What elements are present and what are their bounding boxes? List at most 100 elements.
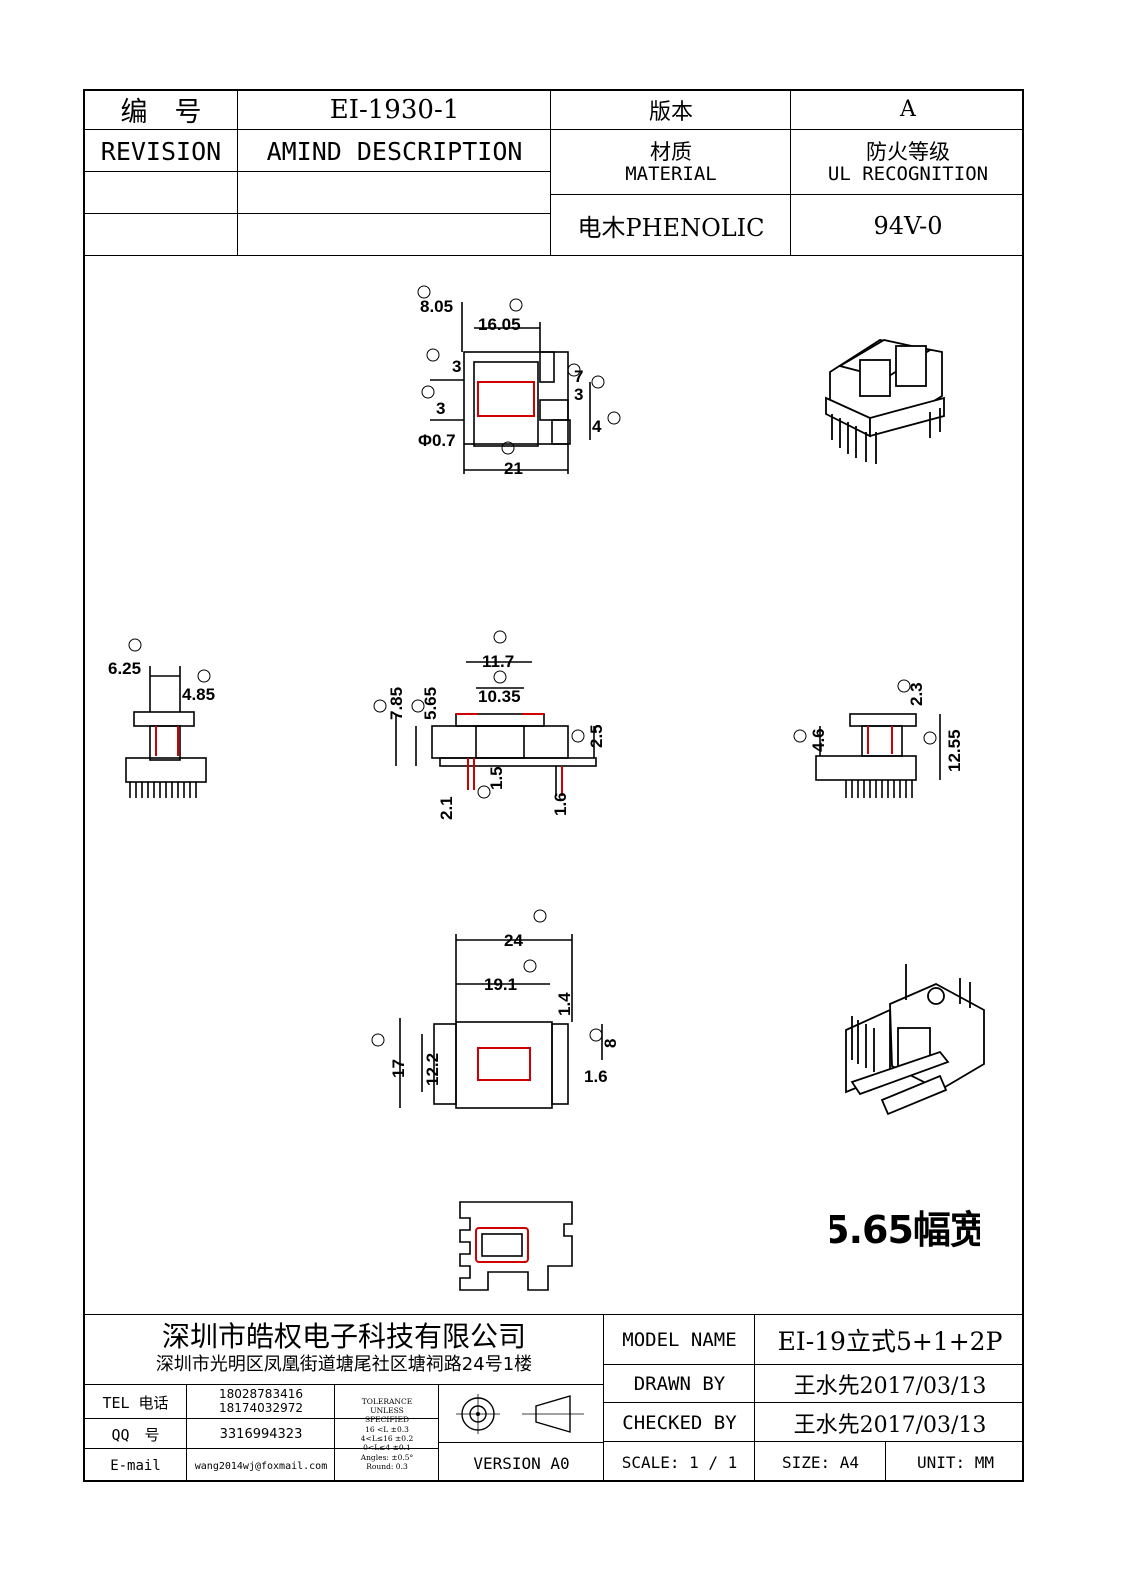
- title-col-line: [603, 1314, 604, 1482]
- tel-2: 18174032972: [219, 1401, 303, 1415]
- title-row-line: [603, 1441, 1024, 1442]
- dim-text: 8.05: [420, 297, 453, 316]
- dim-text: 19.1: [484, 975, 517, 994]
- title-col-line: [334, 1384, 335, 1482]
- tolerance-line: UNLESS: [370, 1405, 404, 1415]
- dim-text: 2.5: [587, 724, 606, 748]
- material-label-en: MATERIAL: [625, 162, 717, 185]
- material-label-cn: 材质: [650, 139, 692, 164]
- amind-description-label: AMIND DESCRIPTION: [266, 136, 523, 166]
- unit-label: UNIT: MM: [916, 1453, 995, 1472]
- company-address: 深圳市光明区凤凰街道塘尾社区塘祠路24号1楼: [155, 1354, 533, 1375]
- fire-rating-value: 94V-0: [873, 211, 943, 240]
- title-row-line: [83, 1418, 438, 1419]
- tel-values: 18028783416 18174032972: [188, 1386, 334, 1418]
- model-name-value: EI-19立式5+1+2P: [777, 1327, 1003, 1356]
- tolerance-line: SPECIFIED: [364, 1415, 409, 1425]
- dim-text: 2.1: [437, 796, 456, 820]
- projection-symbol-icon: [456, 1394, 584, 1434]
- drawn-by-value: 王水先2017/03/13: [793, 1374, 987, 1399]
- fire-label-en: UL RECOGNITION: [827, 162, 989, 185]
- front-view: [373, 630, 597, 799]
- version-label: VERSION A0: [473, 1453, 570, 1473]
- dim-text: 1.6: [551, 792, 570, 816]
- revision-label: REVISION: [100, 136, 222, 166]
- dim-text: 4.85: [182, 685, 215, 704]
- material-value: 电木PHENOLIC: [577, 214, 765, 242]
- email-label: E-mail: [110, 1458, 161, 1474]
- dim-text: 21: [504, 459, 523, 478]
- checked-by-value: 王水先2017/03/13: [793, 1412, 987, 1438]
- title-col-line: [438, 1384, 439, 1482]
- tolerance-line: 0<L≤4 ±0.1: [363, 1443, 411, 1453]
- dim-text: 3: [436, 399, 445, 418]
- bottom-view: [371, 909, 603, 1109]
- title-row-line: [438, 1442, 603, 1443]
- dim-text: 6.25: [108, 659, 141, 678]
- dim-text: 12.55: [945, 729, 964, 772]
- version-label: 版本: [648, 99, 693, 125]
- dim-text: 4: [592, 417, 602, 436]
- isometric-view-top: [825, 339, 945, 464]
- title-row-line: [603, 1364, 1024, 1365]
- material-label: 材质 MATERIAL: [552, 131, 790, 194]
- tolerance-line: Angles: ±0.5°: [360, 1452, 414, 1462]
- left-view: [125, 638, 211, 798]
- isometric-view-bottom: [845, 964, 985, 1116]
- dim-text: 8: [601, 1039, 620, 1048]
- title-col-line: [186, 1384, 187, 1482]
- header-row-line: [83, 171, 550, 172]
- scale-label: SCALE: 1 / 1: [621, 1453, 738, 1472]
- title-row-line: [83, 1448, 438, 1449]
- tel-label: TEL 电话: [102, 1393, 169, 1412]
- header-row-line: [83, 213, 550, 214]
- fire-label-cn: 防火等级: [866, 139, 950, 164]
- tel-1: 18028783416: [219, 1387, 303, 1402]
- dim-text: 7.85: [387, 687, 406, 720]
- tolerance-notes: TOLERANCE UNLESS SPECIFIED 16 <L ±0.3 4<…: [336, 1386, 438, 1482]
- tolerance-line: 4<L≤16 ±0.2: [360, 1434, 414, 1443]
- bottom-profile-view: [459, 1201, 573, 1291]
- checked-by-label: CHECKED BY: [622, 1411, 737, 1434]
- dim-text: 10.35: [478, 687, 521, 706]
- dim-text: 24: [504, 931, 523, 950]
- header-row-line: [550, 194, 1024, 195]
- tolerance-line: 16 <L ±0.3: [365, 1424, 409, 1434]
- header-bottom-line: [83, 255, 1024, 256]
- dim-text: 11.7: [482, 652, 514, 671]
- title-block-top-line: [83, 1314, 1024, 1315]
- dim-text: 5.65: [421, 687, 440, 720]
- dim-text: 1.4: [555, 992, 574, 1016]
- tolerance-line: Round: 0.3: [366, 1462, 408, 1472]
- company-name: 深圳市皓权电子科技有限公司: [161, 1320, 526, 1352]
- dim-text: 17: [389, 1059, 408, 1078]
- header-row-line: [83, 129, 1024, 130]
- width-note: 5.65幅宽: [830, 1207, 980, 1252]
- drawn-by-label: DRAWN BY: [633, 1373, 726, 1395]
- dim-text: 1.6: [584, 1067, 608, 1086]
- number-value: EI-1930-1: [329, 94, 460, 125]
- model-name-label: MODEL NAME: [622, 1329, 737, 1351]
- number-label: 编 号: [120, 97, 202, 128]
- header-col-line: [237, 89, 238, 255]
- top-view: [417, 285, 621, 474]
- version-value: A: [900, 97, 916, 122]
- title-col-line: [754, 1314, 755, 1482]
- title-col-line: [885, 1441, 886, 1482]
- dim-text: 7: [574, 367, 583, 386]
- dim-text: 3: [574, 385, 583, 404]
- title-row-line: [603, 1402, 1024, 1403]
- header-col-line: [550, 89, 551, 255]
- dim-text: 12.2: [423, 1053, 442, 1086]
- header-col-line: [790, 89, 791, 255]
- dim-text: Φ0.7: [418, 431, 456, 450]
- qq-label: QQ 号: [111, 1425, 160, 1444]
- title-row-line: [83, 1384, 603, 1385]
- dim-text: 16.05: [478, 315, 521, 334]
- size-label: SIZE: A4: [781, 1453, 860, 1472]
- dim-text: 3: [452, 357, 461, 376]
- dim-text: 4.6: [809, 728, 828, 752]
- email-value: wang2014wj@foxmail.com: [194, 1460, 328, 1472]
- dim-text: 2.3: [907, 682, 926, 706]
